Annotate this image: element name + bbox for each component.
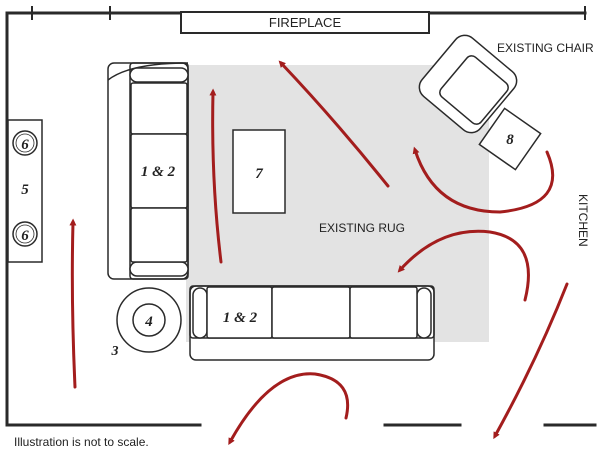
console-number: 5 bbox=[21, 182, 29, 198]
existing-chair-label: EXISTING CHAIR bbox=[497, 41, 594, 55]
arrow-diagonal-to-fireplace bbox=[278, 60, 390, 188]
fireplace bbox=[180, 11, 430, 34]
sofa-left bbox=[107, 62, 189, 280]
chair-side-table-number: 8 bbox=[506, 132, 514, 148]
lamp-top bbox=[12, 130, 38, 156]
arrow-left-wall bbox=[69, 218, 77, 389]
sofa-left-number: 1 & 2 bbox=[141, 164, 176, 180]
arrow-curve-under-chair bbox=[412, 146, 555, 214]
kitchen-label: KITCHEN bbox=[576, 194, 590, 247]
side-table-number: 3 bbox=[111, 344, 119, 359]
fireplace-label: FIREPLACE bbox=[269, 15, 342, 30]
existing-rug-label: EXISTING RUG bbox=[319, 221, 405, 235]
chair-side-table bbox=[478, 107, 542, 171]
sofa-bottom bbox=[189, 285, 435, 361]
arrow-curve-to-rug bbox=[397, 229, 530, 302]
traffic-flow-arrows bbox=[69, 60, 569, 446]
coffee-table bbox=[232, 129, 286, 214]
arrow-left-sofa-gap bbox=[209, 88, 223, 264]
lamp-bottom bbox=[12, 221, 38, 247]
arrow-bottom-curve bbox=[228, 372, 350, 446]
footnote: Illustration is not to scale. bbox=[14, 435, 149, 449]
arrow-kitchen-down bbox=[493, 282, 569, 440]
coffee-table-number: 7 bbox=[255, 166, 263, 182]
existing-chair bbox=[418, 34, 518, 134]
round-side-table bbox=[116, 287, 182, 353]
round-table-number: 4 bbox=[144, 314, 153, 330]
sofa-bottom-number: 1 & 2 bbox=[223, 310, 258, 326]
lamp-top-number: 6 bbox=[21, 137, 29, 153]
lamp-bottom-number: 6 bbox=[21, 228, 29, 244]
